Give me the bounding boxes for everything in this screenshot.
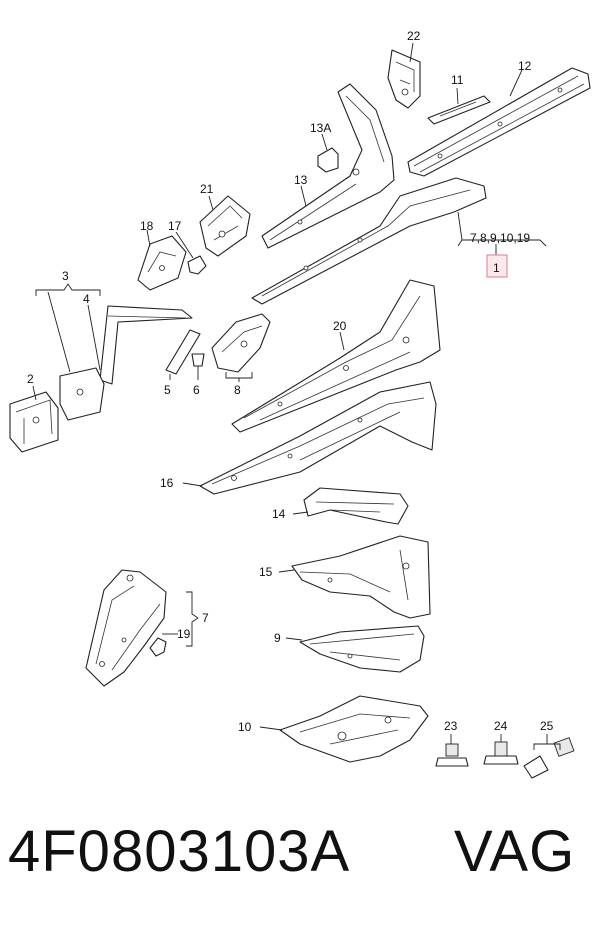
part-13a: 13A — [310, 121, 339, 173]
part-25: 25 — [523, 719, 575, 779]
group-1-highlight: 7,8,9,10,19 1 — [457, 211, 547, 278]
part-22: 22 — [387, 29, 421, 109]
part-11: 11 — [427, 73, 491, 125]
part-23: 23 — [435, 719, 469, 767]
footer-part-number: 4F0803103A — [8, 819, 351, 884]
callout-group-1: 7,8,9,10,19 — [470, 231, 530, 245]
callout-2: 2 — [27, 372, 34, 386]
callout-6: 6 — [193, 383, 200, 397]
callout-16: 16 — [160, 476, 174, 490]
callout-3: 3 — [62, 269, 69, 283]
part-13: 13 — [261, 83, 395, 249]
callout-4: 4 — [83, 292, 90, 306]
callout-1-box — [486, 254, 508, 278]
part-17: 17 — [168, 219, 207, 275]
part-14: 14 — [272, 487, 409, 525]
part-2: 2 — [9, 367, 105, 453]
part-24: 24 — [483, 719, 519, 765]
group-3: 3 — [35, 269, 101, 373]
part-side-member — [251, 177, 487, 305]
part-6: 6 — [191, 353, 205, 397]
callout-11: 11 — [451, 73, 464, 87]
part-18: 18 — [137, 219, 187, 291]
callout-21: 21 — [200, 182, 214, 196]
callout-12: 12 — [518, 59, 532, 73]
part-7: 7 — [85, 569, 209, 687]
callout-10: 10 — [238, 720, 252, 734]
callout-22: 22 — [407, 29, 421, 43]
callout-1: 1 — [493, 261, 500, 275]
part-19: 19 — [149, 627, 191, 657]
part-4: 4 — [83, 292, 193, 385]
callout-25: 25 — [540, 719, 554, 733]
callout-23: 23 — [444, 719, 458, 733]
callout-15: 15 — [259, 565, 273, 579]
callout-19: 19 — [177, 627, 191, 641]
callout-8: 8 — [234, 383, 241, 397]
callout-13a: 13A — [310, 121, 331, 135]
part-21: 21 — [199, 182, 251, 257]
callout-17: 17 — [168, 219, 182, 233]
callout-20: 20 — [333, 319, 347, 333]
callout-9: 9 — [274, 631, 281, 645]
callout-24: 24 — [494, 719, 508, 733]
part-10: 10 — [238, 695, 429, 763]
part-5: 5 — [164, 329, 201, 397]
part-9: 9 — [274, 625, 425, 673]
callout-5: 5 — [164, 383, 171, 397]
part-16: 16 — [160, 381, 437, 495]
callout-7: 7 — [202, 611, 209, 625]
callout-13: 13 — [294, 173, 308, 187]
part-8: 8 — [211, 313, 271, 397]
part-20: 20 — [231, 279, 441, 433]
footer-brand: VAG — [454, 819, 576, 884]
part-15: 15 — [259, 535, 431, 619]
part-12: 12 — [407, 59, 591, 177]
callout-18: 18 — [140, 219, 154, 233]
callout-14: 14 — [272, 507, 286, 521]
